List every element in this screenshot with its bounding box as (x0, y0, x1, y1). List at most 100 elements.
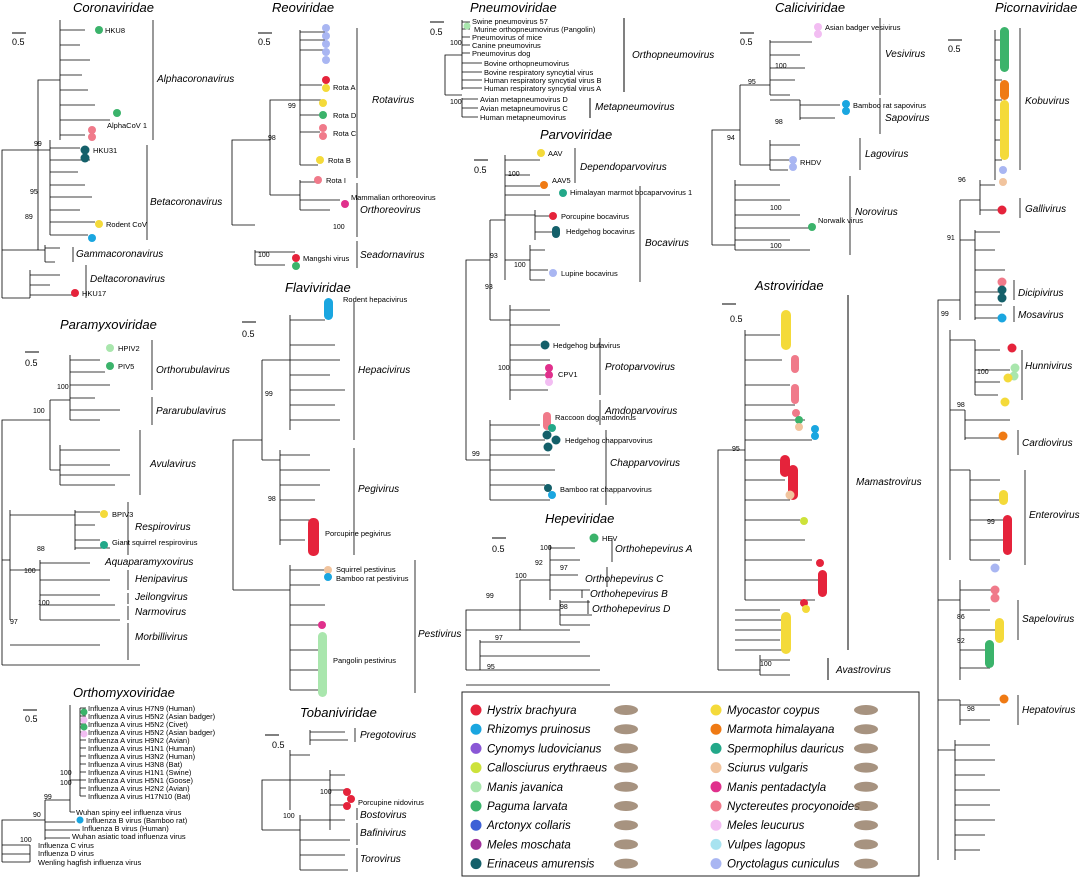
bootstrap: 96 (958, 177, 966, 184)
host-dot (997, 277, 1007, 287)
scale-label: 0.5 (25, 714, 38, 724)
host-dot (545, 364, 553, 372)
host-dot (795, 423, 803, 431)
bootstrap: 99 (265, 391, 273, 398)
host-dot (1007, 343, 1017, 353)
host-dot (324, 566, 332, 574)
host-dot (319, 111, 327, 119)
scale-label: 0.5 (492, 544, 505, 554)
leaf-label: Squirrel pestivirus (336, 565, 396, 574)
panel-parvoviridae: Parvoviridae 0.5 Dependoparvovirus Bocav… (465, 127, 692, 505)
genus-brackets (1013, 28, 1026, 725)
genus-label: Hepatovirus (1022, 705, 1075, 716)
host-dot (1000, 80, 1009, 100)
bootstrap: 89 (25, 214, 33, 221)
tree-branches (232, 315, 345, 691)
genus-brackets (127, 340, 153, 660)
host-dot (795, 416, 803, 424)
leaf-label: Porcupine pegivirus (325, 529, 391, 538)
legend-species-label: Meles leucurus (727, 820, 805, 832)
leaf-label: Human respiratory syncytial virus A (484, 84, 601, 93)
leaf-label: Swine pneumovirus 57 (472, 17, 548, 26)
leaf-label: Influenza A virus H3N8 (Bat) (88, 760, 183, 769)
leaf-label: AAV (548, 149, 562, 158)
legend-item: Manis pentadactyla (710, 781, 878, 794)
leaf-label: Influenza A virus H5N2 (Asian badger) (88, 712, 216, 721)
bootstrap: 99 (472, 451, 480, 458)
panel-astroviridae: Astroviridae 0.5 Mamastrovirus Avastrovi… (717, 278, 922, 680)
bootstrap: 100 (333, 224, 345, 231)
host-dot (308, 518, 319, 556)
host-dot (842, 107, 850, 115)
bootstrap: 100 (24, 568, 36, 575)
leaf-label: Human respiratory syncytial virus B (484, 76, 602, 85)
legend-species-label: Nyctereutes procyonoides (727, 801, 860, 813)
leaf-label: Norwalk virus (818, 216, 863, 225)
host-dot (318, 632, 327, 697)
bootstrap: 100 (38, 600, 50, 607)
host-dot (80, 730, 88, 738)
host-dot (106, 344, 114, 352)
leaf-label: Influenza A virus H1N1 (Human) (88, 744, 196, 753)
genus-label: Metapneumovirus (595, 102, 674, 113)
bootstrap: 100 (320, 789, 332, 796)
genus-label: Alphacoronavirus (156, 74, 234, 85)
leaf-label: Influenza A virus H7N9 (Human) (88, 704, 196, 713)
legend-box (461, 691, 920, 877)
host-dot-column-kobuvirus (999, 27, 1009, 186)
host-dot (811, 432, 819, 440)
animal-silhouette-icon (614, 762, 638, 773)
leaf-label: PIV5 (118, 362, 134, 371)
legend-color-swatch (710, 723, 722, 735)
animal-silhouette-icon (854, 743, 878, 754)
genus-brackets (72, 20, 154, 298)
host-dot (76, 816, 84, 824)
animal-silhouette-icon (614, 820, 638, 831)
host-dot (552, 226, 560, 238)
host-dot (318, 621, 326, 629)
panel-hepeviridae: Hepeviridae 0.5 Orthohepevirus A Orthohe… (465, 511, 693, 686)
panel-title: Astroviridae (754, 278, 824, 293)
genus-label: Dicipivirus (1018, 288, 1064, 299)
genus-label: Pregotovirus (360, 730, 416, 741)
host-dot (80, 153, 90, 163)
bootstrap: 100 (450, 99, 462, 106)
bootstrap: 99 (44, 794, 52, 801)
host-dot (95, 220, 103, 228)
legend-species-label: Spermophilus dauricus (727, 743, 844, 755)
genus-label: Pestivirus (418, 629, 461, 640)
leaf-label: Mangshi virus (303, 254, 350, 263)
host-dot (343, 802, 351, 810)
host-dot (814, 23, 822, 31)
host-dot (818, 570, 827, 597)
leaf-label: Rota B (328, 156, 351, 165)
legend-species-label: Sciurus vulgaris (727, 763, 808, 775)
leaf-label: Giant squirrel respirovirus (112, 538, 198, 547)
host-dot (95, 26, 103, 34)
leaf-label: Porcupine nidovirus (358, 798, 424, 807)
animal-silhouette-icon (614, 801, 638, 811)
bootstrap: 100 (770, 243, 782, 250)
genus-label: Sapovirus (885, 113, 929, 124)
tree-branches (1, 20, 110, 299)
leaf-label: Influenza A virus H5N2 (Civet) (88, 720, 189, 729)
bootstrap: 99 (486, 593, 494, 600)
panel-title: Orthomyxoviridae (73, 685, 175, 700)
animal-silhouette-icon (614, 705, 638, 715)
genus-label: Respirovirus (135, 522, 191, 533)
host-dot (80, 145, 90, 155)
bootstrap: 93 (490, 253, 498, 260)
bootstrap: 100 (33, 408, 45, 415)
scale-label: 0.5 (430, 27, 443, 37)
legend-item: Manis javanica (470, 781, 638, 794)
host-dot (324, 573, 332, 581)
host-dot (545, 378, 553, 386)
genus-label: Orthohepevirus C (585, 574, 664, 585)
host-dot (548, 491, 556, 499)
host-dot (791, 355, 799, 373)
panel-title: Tobaniviridae (300, 705, 377, 720)
leaf-label: Influenza A virus H5N1 (Goose) (88, 776, 194, 785)
